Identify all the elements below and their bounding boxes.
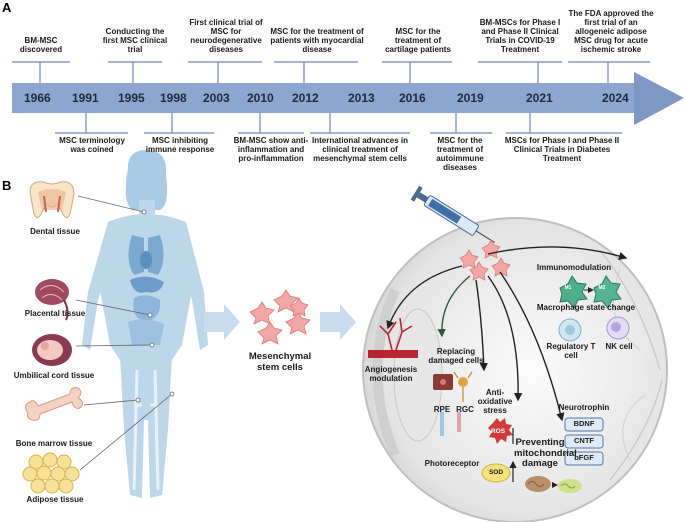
label-macrophage-state-change: Macrophage state change [536,303,636,312]
human-body [82,150,208,498]
replace-arrow [437,275,471,338]
msc-cluster [249,289,311,345]
milestone-1966: BM-MSC discovered [19,36,63,54]
milestone-2012: MSC for the treatment of patients with m… [270,27,364,54]
label-placental-tissue: Placental tissue [24,309,86,318]
neurotrophin-boxes [564,417,604,466]
label-sod: SOD [488,469,504,476]
label-m2: M2 [598,285,606,291]
milestone-1995: Conducting the first MSC clinical trial [102,27,168,54]
blood-vessel-icon [368,317,418,358]
label-ros: ROS [490,428,506,435]
label-rgc: RGC [456,405,474,414]
year-2013: 2013 [348,91,375,105]
milestone-1991: MSC terminology was coined [59,136,125,154]
label-rpe: RPE [433,405,451,414]
milestone-2013: International advances in clinical treat… [311,136,409,163]
panel-b-label: B [2,178,12,193]
nk-cell-icon [606,316,630,340]
year-2010: 2010 [247,91,274,105]
label-angiogenesis-modulation: Angiogenesis modulation [364,365,418,383]
m1-macrophage [559,275,588,309]
syringe-icon [410,185,495,243]
bone-icon [24,387,84,421]
label-nk-cell: NK cell [605,342,633,351]
milestone-2024: The FDA approved the first trial of an a… [568,9,654,54]
year-2016: 2016 [399,91,426,105]
photoreceptor-icon [440,412,461,436]
year-2003: 2003 [203,91,230,105]
m2-macrophage [593,275,622,309]
year-2019: 2019 [457,91,484,105]
rgc-cell-icon [453,371,473,402]
label-immunomodulation: Immunomodulation [536,263,612,272]
eye-arrows [386,246,628,422]
label-m1: M1 [564,285,572,291]
timeline-connectors [12,61,650,134]
label-bone-marrow-tissue: Bone marrow tissue [15,439,93,448]
year-2024: 2024 [602,91,629,105]
milestone-2016: MSC for the treatment of cartilage patie… [385,27,451,54]
adipose-icon [22,452,80,494]
eye-msc-cluster [459,239,511,281]
year-1966: 1966 [24,91,51,105]
milestone-2010: BM-MSC show anti-inflammation and pro-in… [233,136,309,163]
label-adipose-tissue: Adipose tissue [26,495,84,504]
placenta-icon [35,279,69,321]
ros-icon [488,418,513,444]
year-1991: 1991 [72,91,99,105]
label-anti-oxidative-stress: Anti-oxidative stress [477,388,513,415]
flow-arrow-2 [320,304,356,340]
panel-a-label: A [2,0,12,15]
sod-icon [481,463,511,483]
tooth-icon [29,181,75,218]
year-1998: 1998 [160,91,187,105]
rpe-cell-icon [433,374,453,390]
t-cell-icon [558,318,582,342]
label-cntf: CNTF [574,436,594,445]
timeline-arrow [12,72,684,125]
tissue-leader-lines [75,195,175,471]
label-neurotrophin: Neurotrophin [558,403,610,412]
label-umbilical-cord-tissue: Umbilical cord tissue [13,371,95,380]
label-dental-tissue: Dental tissue [30,227,80,236]
label-bdnf: BDNF [573,419,595,428]
milestone-2021-diabetes: MSCs for Phase I and Phase II Clinical T… [504,136,620,163]
year-2012: 2012 [292,91,319,105]
umbilical-cord-icon [32,334,72,366]
mitochondria-icon [525,476,582,493]
milestone-1998: MSC inhibiting immune response [145,136,215,154]
milestone-2003: First clinical trial of MSC for neurodeg… [189,18,263,54]
milestone-2019: MSC for the treatment of autoimmune dise… [436,136,484,172]
year-1995: 1995 [118,91,145,105]
label-regulatory-t-cell: Regulatory T cell [546,342,596,360]
label-bfgf: bFGF [574,453,594,462]
label-mesenchymal-stem-cells: Mesenchymal stem cells [248,351,312,373]
label-photoreceptor: Photoreceptor [424,459,480,468]
flow-arrow-1 [204,304,240,340]
label-replacing-damaged-cells: Replacing damaged cells [428,347,484,365]
year-2021: 2021 [526,91,553,105]
label-preventing-mitochondrial-damage: Preventing mitochondrial damage [514,437,577,470]
milestone-2021-covid: BM-MSCs for Phase I and Phase II Clinica… [479,18,561,54]
